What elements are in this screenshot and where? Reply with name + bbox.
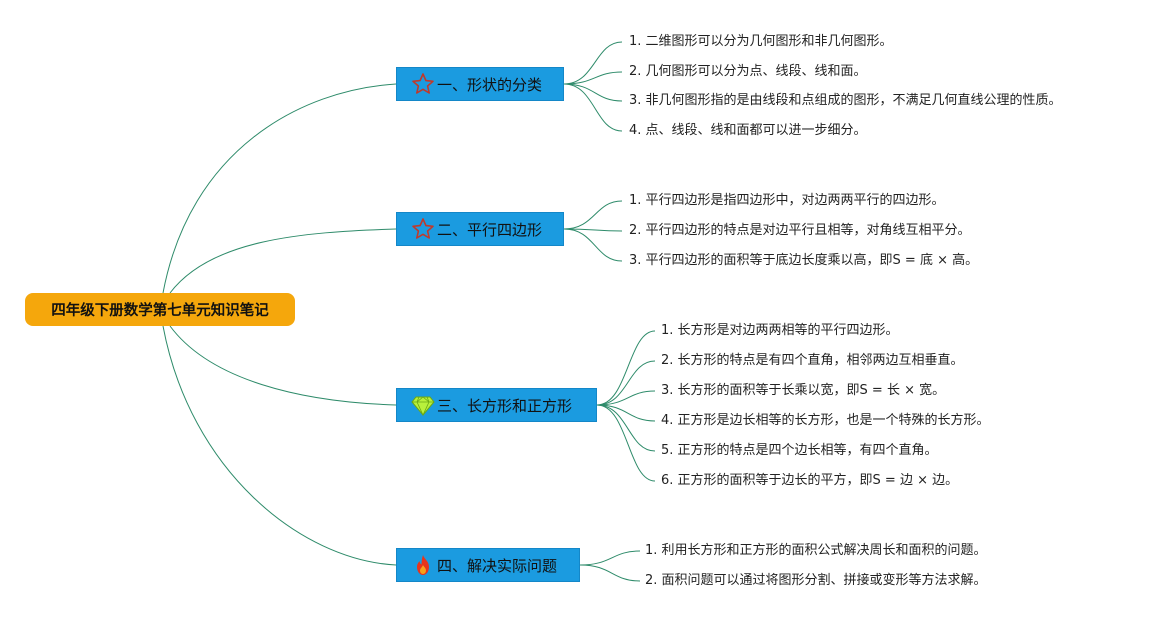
root-label: 四年级下册数学第七单元知识笔记 xyxy=(51,303,269,319)
leaf-item[interactable]: 3. 非几何图形指的是由线段和点组成的图形，不满足几何直线公理的性质。 xyxy=(629,93,1062,108)
leaf-item[interactable]: 6. 正方形的面积等于边长的平方，即S = 边 × 边。 xyxy=(661,473,959,488)
leaf-item[interactable]: 2. 面积问题可以通过将图形分割、拼接或变形等方法求解。 xyxy=(645,573,987,588)
connector-root-branch-2 xyxy=(169,228,397,294)
leaf-item[interactable]: 2. 平行四边形的特点是对边平行且相等，对角线互相平分。 xyxy=(629,223,971,238)
leaf-item[interactable]: 1. 利用长方形和正方形的面积公式解决周长和面积的问题。 xyxy=(645,543,987,558)
leaf-item[interactable]: 2. 长方形的特点是有四个直角，相邻两边互相垂直。 xyxy=(661,353,964,368)
branch-label: 二、平行四边形 xyxy=(437,220,543,239)
leaf-item[interactable]: 2. 几何图形可以分为点、线段、线和面。 xyxy=(629,64,867,79)
diamond-icon xyxy=(411,393,435,417)
branch-label: 一、形状的分类 xyxy=(437,75,543,94)
leaf-item[interactable]: 3. 平行四边形的面积等于底边长度乘以高，即S = 底 × 高。 xyxy=(629,253,979,268)
connector-root-branch-3 xyxy=(169,325,397,406)
connector-root-branch-4 xyxy=(162,325,397,566)
connector-root-branch-1 xyxy=(162,83,397,294)
branch-parallelogram[interactable]: 二、平行四边形 xyxy=(396,212,564,246)
star-outline-icon xyxy=(411,217,435,241)
branch-rectangle-square[interactable]: 三、长方形和正方形 xyxy=(396,388,597,422)
root-node[interactable]: 四年级下册数学第七单元知识笔记 xyxy=(25,293,295,326)
leaf-item[interactable]: 3. 长方形的面积等于长乘以宽，即S = 长 × 宽。 xyxy=(661,383,946,398)
star-outline-icon xyxy=(411,72,435,96)
leaf-item[interactable]: 4. 点、线段、线和面都可以进一步细分。 xyxy=(629,123,867,138)
branch-label: 四、解决实际问题 xyxy=(437,556,558,575)
branch-label: 三、长方形和正方形 xyxy=(437,396,573,415)
branch-shape-classification[interactable]: 一、形状的分类 xyxy=(396,67,564,101)
fire-icon xyxy=(411,553,435,577)
leaf-item[interactable]: 4. 正方形是边长相等的长方形，也是一个特殊的长方形。 xyxy=(661,413,990,428)
leaf-item[interactable]: 5. 正方形的特点是四个边长相等，有四个直角。 xyxy=(661,443,938,458)
leaf-item[interactable]: 1. 长方形是对边两两相等的平行四边形。 xyxy=(661,323,899,338)
leaf-item[interactable]: 1. 平行四边形是指四边形中，对边两两平行的四边形。 xyxy=(629,193,945,208)
leaf-item[interactable]: 1. 二维图形可以分为几何图形和非几何图形。 xyxy=(629,34,893,49)
branch-practical-problems[interactable]: 四、解决实际问题 xyxy=(396,548,580,582)
